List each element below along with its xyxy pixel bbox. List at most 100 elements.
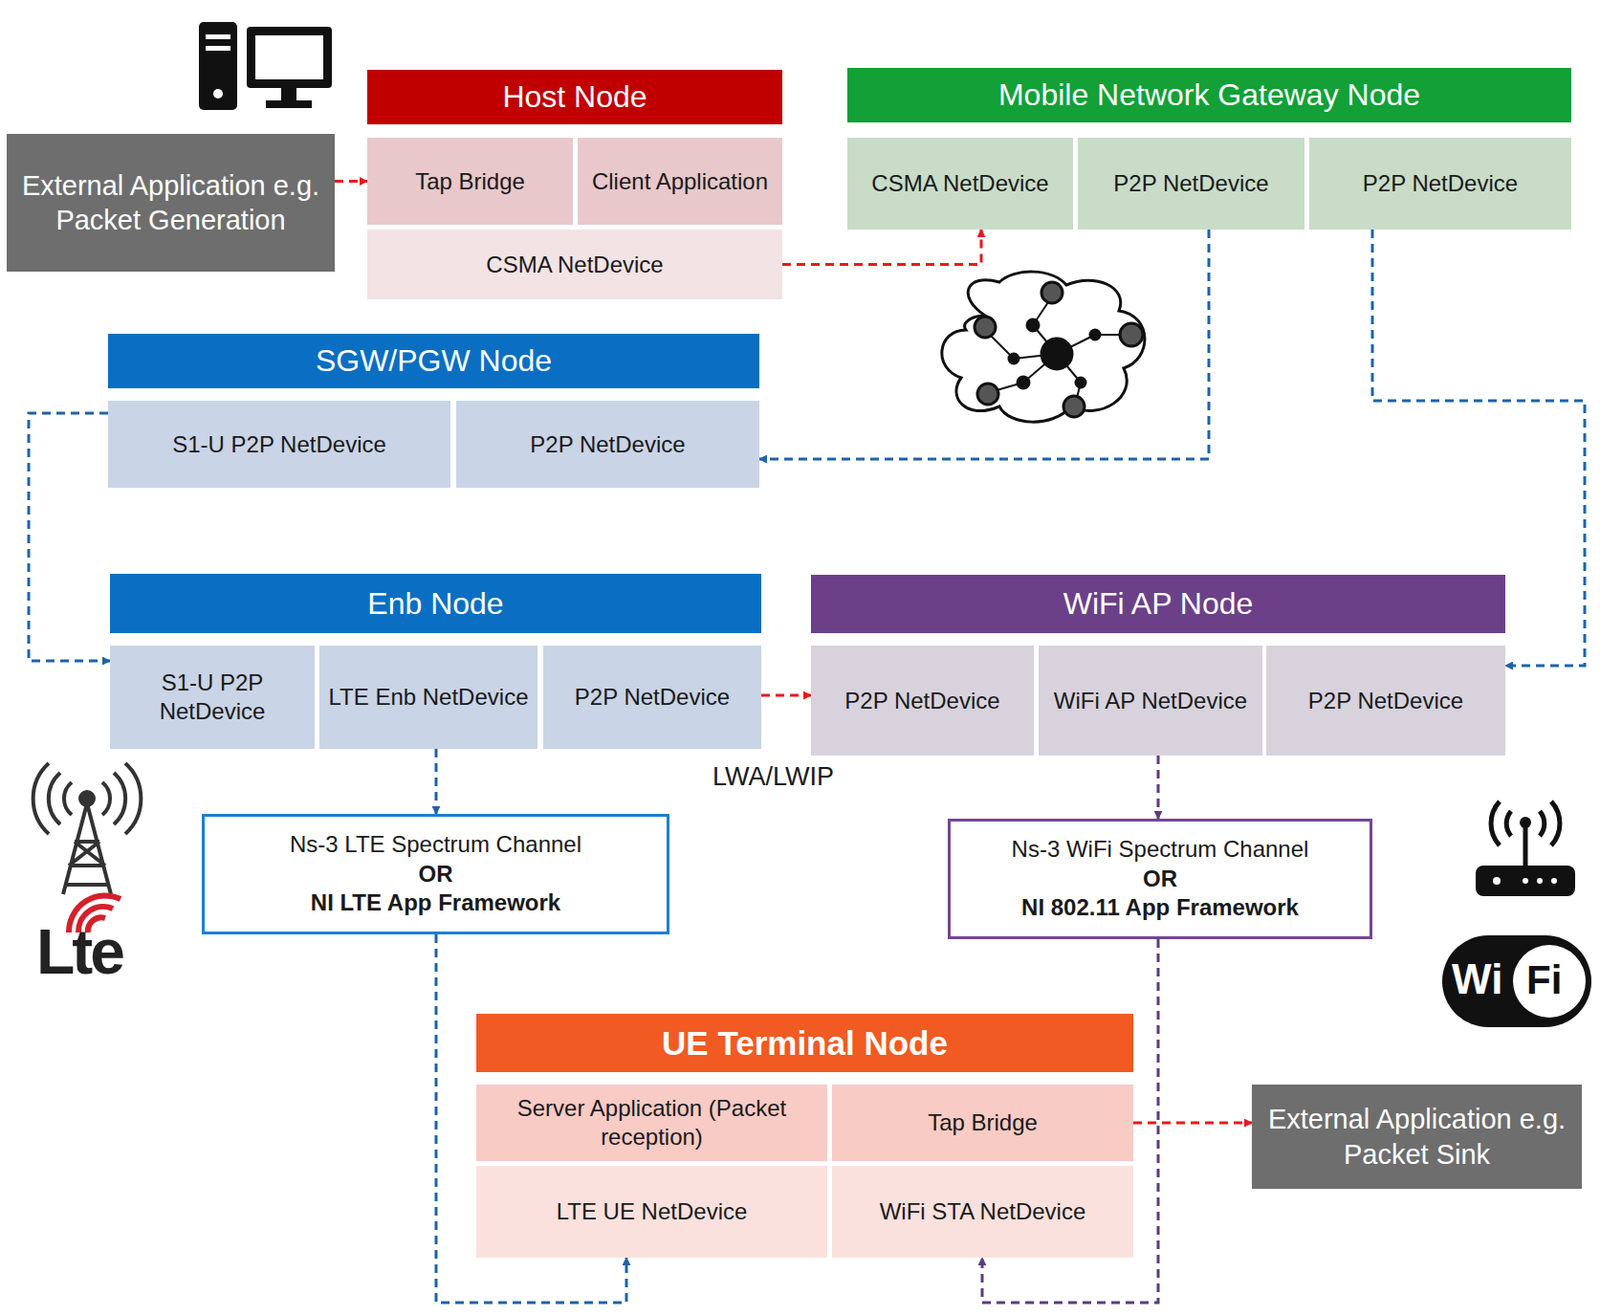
- logo-text: Wi: [1451, 958, 1503, 1001]
- node-label: Tap Bridge: [927, 1108, 1038, 1138]
- node-group: Mobile Network Gateway NodeCSMA NetDevic…: [847, 67, 1572, 230]
- node-group: SGW/PGW NodeS1-U P2P NetDevice P2P NetDev…: [108, 333, 760, 488]
- logo-text: Lte: [36, 920, 123, 984]
- connector: [1157, 755, 1161, 819]
- node-title: SGW/PGW Node: [108, 333, 760, 389]
- logo-text: Fi: [1526, 960, 1562, 1001]
- tower-top: [80, 791, 94, 806]
- device-box: Tap Bridge: [832, 1084, 1134, 1162]
- cloud-hub: [1041, 338, 1073, 370]
- device-box: LTE Enb NetDevice: [319, 645, 538, 749]
- lte-tower-icon: [33, 763, 142, 895]
- node-label: WiFi AP NetDevice: [1053, 686, 1248, 716]
- network-cloud: [942, 271, 1145, 422]
- router-led: [1492, 876, 1501, 885]
- device-box: P2P NetDevice: [456, 400, 760, 488]
- cloud-router: [1063, 395, 1085, 417]
- cloud-links: [985, 296, 1129, 402]
- router-led: [1551, 877, 1557, 884]
- cloud-dot: [1027, 319, 1039, 331]
- device-box: P2P NetDevice: [543, 645, 762, 749]
- device-box: WiFi AP NetDevice: [1038, 645, 1263, 756]
- device-box: WiFi STA NetDevice: [832, 1165, 1134, 1258]
- device-box: P2P NetDevice: [1266, 645, 1506, 756]
- wifi-router-icon: [1475, 801, 1576, 897]
- node-label: LTE UE NetDevice: [556, 1197, 748, 1227]
- node-label: LTE Enb NetDevice: [328, 682, 529, 712]
- device-box: P2P NetDevice: [1077, 137, 1305, 230]
- pc-slot: [205, 45, 231, 51]
- pc-button: [213, 88, 223, 99]
- node-label: P2P NetDevice: [844, 686, 1000, 716]
- node-group: UE Terminal NodeServer Application (Pack…: [476, 1013, 1134, 1258]
- router-led: [1536, 877, 1543, 884]
- connector: [759, 229, 1209, 460]
- node-group: Host NodeTap Bridge Client ApplicationCSM…: [367, 69, 783, 300]
- wifi-logo: [1442, 935, 1592, 1028]
- device-box: LTE UE NetDevice: [476, 1165, 828, 1258]
- node-label: OR: [418, 859, 454, 889]
- node-label: OR: [1142, 864, 1178, 894]
- channel-box: Ns-3 WiFi Spectrum ChannelORNI 802.11 Ap…: [947, 818, 1373, 940]
- node-label: External Application e.g. Packet Sink: [1263, 1101, 1571, 1172]
- node-group: Enb NodeS1-U P2P NetDevice LTE Enb NetDev…: [109, 573, 762, 749]
- device-box: P2P NetDevice: [1309, 137, 1572, 230]
- cloud-dot: [1075, 377, 1086, 388]
- router-led: [1522, 877, 1529, 884]
- channel-box: Ns-3 LTE Spectrum ChannelORNI LTE App Fr…: [201, 813, 670, 935]
- connector: [28, 413, 110, 661]
- node-label: S1-U P2P NetDevice: [172, 430, 387, 460]
- edge-label: LWA/LWIP: [709, 762, 837, 792]
- device-box: CSMA NetDevice: [367, 229, 783, 300]
- node-title: WiFi AP Node: [810, 574, 1506, 634]
- pc-tower: [198, 21, 238, 110]
- monitor-base: [265, 100, 312, 109]
- node-label: Client Application: [591, 167, 768, 197]
- node-title: Enb Node: [109, 573, 762, 634]
- wifi-logo-circle: [1512, 944, 1586, 1018]
- cloud-router: [1119, 323, 1143, 347]
- connector: [761, 694, 811, 698]
- router-antenna: [1523, 824, 1529, 866]
- application-box: External Application e.g. Packet Generat…: [6, 133, 335, 272]
- cloud-outline: [942, 271, 1145, 422]
- device-box: CSMA NetDevice: [847, 137, 1074, 230]
- node-label: Ns-3 WiFi Spectrum Channel: [1011, 834, 1310, 864]
- pc-slot: [205, 34, 231, 40]
- node-label: Ns-3 LTE Spectrum Channel: [289, 830, 582, 859]
- tower-waves: [33, 763, 142, 834]
- node-title: Mobile Network Gateway Node: [847, 67, 1572, 123]
- node-title: Host Node: [367, 69, 783, 125]
- node-label: Server Application (Packet reception): [483, 1094, 820, 1152]
- node-label: NI 802.11 App Framework: [1021, 893, 1299, 922]
- cloud-dot: [1008, 353, 1019, 364]
- node-label: S1-U P2P NetDevice: [117, 668, 307, 726]
- tower-lattice: [63, 803, 111, 895]
- device-box: Client Application: [577, 137, 783, 225]
- connector: [1133, 1121, 1252, 1125]
- cloud-dot: [1090, 329, 1100, 340]
- connector: [782, 229, 982, 265]
- router-antenna-tip: [1519, 816, 1532, 829]
- device-box: S1-U P2P NetDevice: [109, 645, 315, 749]
- node-label: CSMA NetDevice: [485, 250, 663, 280]
- wifi-logo-ground: [1442, 935, 1592, 1028]
- computer-icon: [198, 21, 332, 110]
- node-label: CSMA NetDevice: [871, 169, 1049, 198]
- device-box: P2P NetDevice: [810, 645, 1034, 756]
- monitor-screen: [255, 35, 324, 80]
- router-waves: [1490, 801, 1560, 846]
- node-label: P2P NetDevice: [574, 682, 730, 712]
- node-label: NI LTE App Framework: [310, 888, 561, 918]
- node-label: P2P NetDevice: [529, 430, 685, 460]
- monitor-neck: [281, 87, 297, 102]
- router-body: [1475, 865, 1576, 897]
- node-label: P2P NetDevice: [1362, 169, 1518, 198]
- monitor: [246, 26, 332, 88]
- cloud-router: [974, 316, 996, 338]
- node-label: External Application e.g. Packet Generat…: [18, 168, 324, 239]
- node-label: P2P NetDevice: [1308, 686, 1464, 716]
- node-label: Tap Bridge: [415, 167, 526, 197]
- node-label: P2P NetDevice: [1113, 169, 1269, 198]
- device-box: S1-U P2P NetDevice: [108, 400, 451, 488]
